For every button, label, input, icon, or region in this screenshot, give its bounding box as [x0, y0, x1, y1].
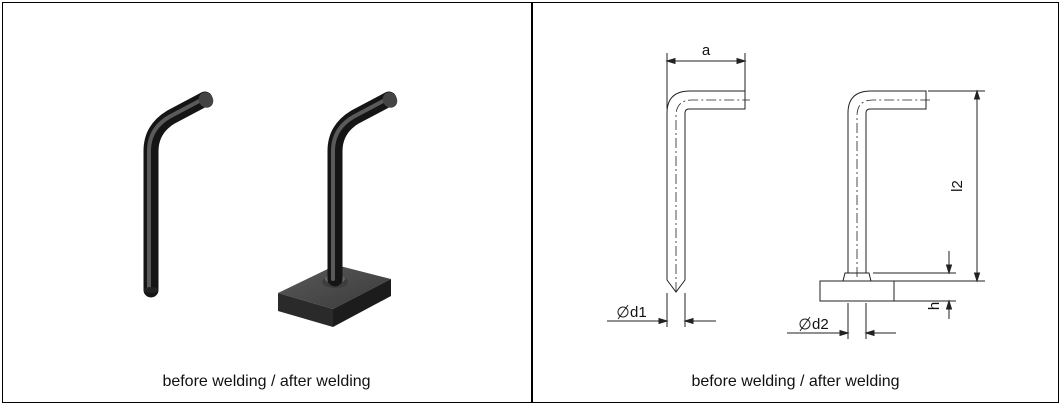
label-l2: l2	[949, 180, 966, 192]
drawing-base-plate	[819, 280, 895, 302]
left-caption: before welding / after welding	[162, 373, 371, 390]
dimension-a	[665, 53, 747, 109]
render-illustration	[143, 91, 398, 327]
label-h: h	[926, 302, 943, 310]
drawing-rod-before	[666, 90, 750, 293]
base-plate-side-left	[278, 293, 333, 327]
technical-drawing: a l2 h d1 d2	[607, 42, 985, 339]
drawing-rod-after	[819, 90, 930, 302]
rod-before-welding	[143, 91, 214, 298]
technical-drawing-panel: a l2 h d1 d2 before welding / after weld…	[533, 3, 1058, 402]
dimension-d1	[607, 293, 716, 327]
label-d1: d1	[630, 304, 647, 321]
render-panel: before welding / after welding	[3, 3, 530, 402]
diameter-symbol-d2	[799, 316, 811, 332]
base-plate-side-right	[333, 279, 391, 327]
dimension-l2	[871, 89, 985, 283]
diameter-symbol-d1	[617, 304, 629, 320]
dimension-h	[873, 251, 956, 319]
rod-after-welding	[278, 91, 398, 327]
right-caption: before welding / after welding	[691, 373, 900, 390]
figure-frame	[2, 2, 1059, 403]
label-d2: d2	[812, 316, 829, 333]
label-a: a	[702, 42, 711, 59]
dimension-d2	[787, 303, 896, 339]
panel-divider	[531, 2, 533, 403]
